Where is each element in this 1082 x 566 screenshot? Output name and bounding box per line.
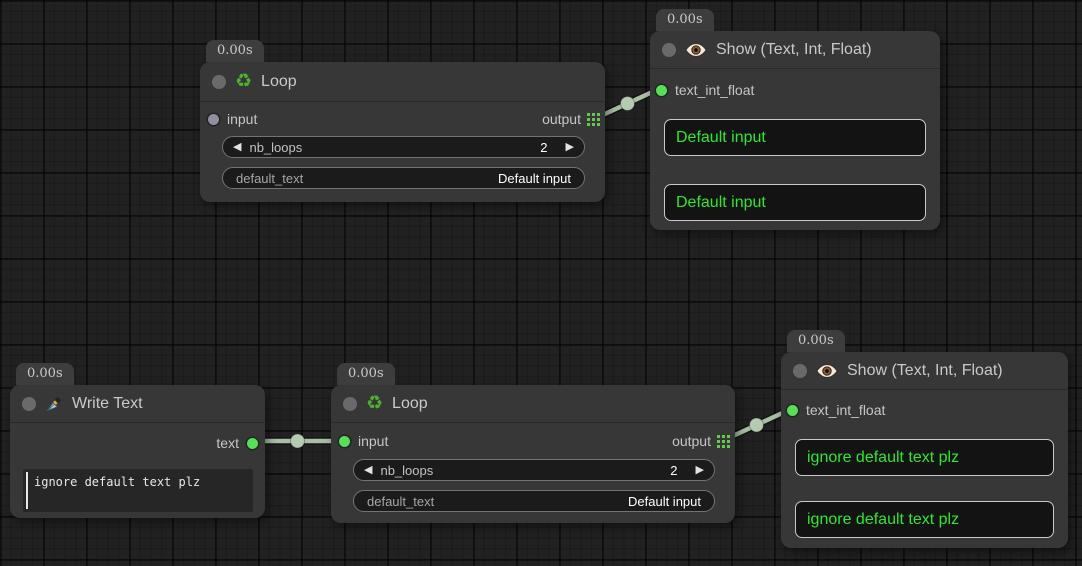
- increment-arrow-icon[interactable]: ▶: [695, 463, 704, 476]
- node-title: Write Text: [72, 394, 143, 412]
- nb-loops-widget[interactable]: ◀ nb_loops 2 ▶: [222, 136, 585, 158]
- output-slot-label: output: [542, 111, 581, 127]
- nb-loops-widget[interactable]: ◀ nb_loops 2 ▶: [353, 459, 715, 481]
- wire-midpoint-dot[interactable]: [749, 417, 764, 433]
- decrement-arrow-icon[interactable]: ◀: [233, 140, 242, 153]
- widget-label: default_text: [367, 493, 435, 509]
- execution-time-badge: 0.00s: [16, 363, 74, 385]
- node-status-dot: [343, 396, 357, 411]
- grid-output-icon[interactable]: [717, 434, 730, 448]
- output-slot-label: text: [216, 435, 239, 451]
- node-title: Show (Text, Int, Float): [847, 361, 1003, 379]
- execution-time-badge: 0.00s: [206, 40, 264, 62]
- node-titlebar[interactable]: ♻ Loop: [200, 62, 605, 102]
- widget-value[interactable]: 2: [670, 462, 678, 478]
- text-input-area[interactable]: ignore default text plz: [23, 469, 253, 512]
- node-titlebar[interactable]: Show (Text, Int, Float): [781, 352, 1068, 390]
- input-slot-dot[interactable]: [787, 404, 798, 416]
- show-value-box[interactable]: ignore default text plz: [795, 501, 1054, 538]
- input-slot-dot[interactable]: [208, 113, 219, 125]
- show-value-box[interactable]: ignore default text plz: [795, 439, 1054, 476]
- eye-icon: [685, 42, 707, 57]
- node-title: Show (Text, Int, Float): [716, 40, 872, 58]
- default-text-widget[interactable]: default_text Default input: [222, 167, 585, 189]
- recycle-icon: ♻: [235, 71, 253, 92]
- node-status-dot: [22, 396, 36, 411]
- node-titlebar[interactable]: ♻ Loop: [331, 385, 735, 423]
- decrement-arrow-icon[interactable]: ◀: [364, 463, 373, 476]
- input-slot-label: text_int_float: [806, 402, 886, 418]
- node-status-dot: [793, 363, 807, 378]
- show-value-box[interactable]: Default input: [664, 119, 926, 156]
- pen-icon: [46, 396, 61, 411]
- widget-label: nb_loops: [249, 139, 303, 155]
- widget-value[interactable]: Default input: [498, 170, 571, 186]
- node-loop-top[interactable]: 0.00s ♻ Loop input output ◀ nb_loops 2 ▶…: [200, 40, 605, 202]
- widget-label: nb_loops: [380, 462, 434, 478]
- show-value-box[interactable]: Default input: [664, 184, 926, 221]
- node-show-bottom[interactable]: 0.00s Show (Text, Int, Float) text_int_f…: [781, 330, 1068, 548]
- recycle-icon: ♻: [366, 393, 384, 414]
- node-titlebar[interactable]: Write Text: [10, 385, 265, 423]
- grid-output-icon[interactable]: [587, 112, 600, 126]
- output-slot-label: output: [672, 433, 711, 449]
- input-slot-label: text_int_float: [675, 82, 755, 98]
- execution-time-badge: 0.00s: [656, 9, 714, 31]
- eye-icon: [816, 363, 838, 378]
- increment-arrow-icon[interactable]: ▶: [565, 140, 574, 153]
- execution-time-badge: 0.00s: [337, 363, 395, 385]
- node-title: Loop: [261, 72, 297, 90]
- node-title: Loop: [392, 394, 428, 412]
- widget-value[interactable]: Default input: [628, 493, 701, 509]
- default-text-widget[interactable]: default_text Default input: [353, 490, 715, 512]
- input-slot-label: input: [358, 433, 389, 449]
- widget-value[interactable]: 2: [540, 139, 548, 155]
- output-slot-dot[interactable]: [247, 437, 258, 449]
- input-slot-label: input: [227, 111, 258, 127]
- node-write-text[interactable]: 0.00s Write Text text ignore default tex…: [10, 363, 265, 518]
- node-titlebar[interactable]: Show (Text, Int, Float): [650, 31, 940, 69]
- widget-label: default_text: [236, 170, 304, 186]
- node-status-dot: [662, 42, 676, 57]
- node-show-top[interactable]: 0.00s Show (Text, Int, Float) text_int_f…: [650, 9, 940, 230]
- node-loop-bottom[interactable]: 0.00s ♻ Loop input output ◀ nb_loops 2 ▶…: [331, 363, 735, 523]
- input-slot-dot[interactable]: [656, 84, 667, 96]
- node-status-dot: [212, 74, 226, 89]
- input-slot-dot[interactable]: [339, 435, 350, 447]
- execution-time-badge: 0.00s: [787, 330, 845, 352]
- wire-midpoint-dot[interactable]: [620, 96, 635, 111]
- wire-midpoint-dot[interactable]: [290, 433, 305, 449]
